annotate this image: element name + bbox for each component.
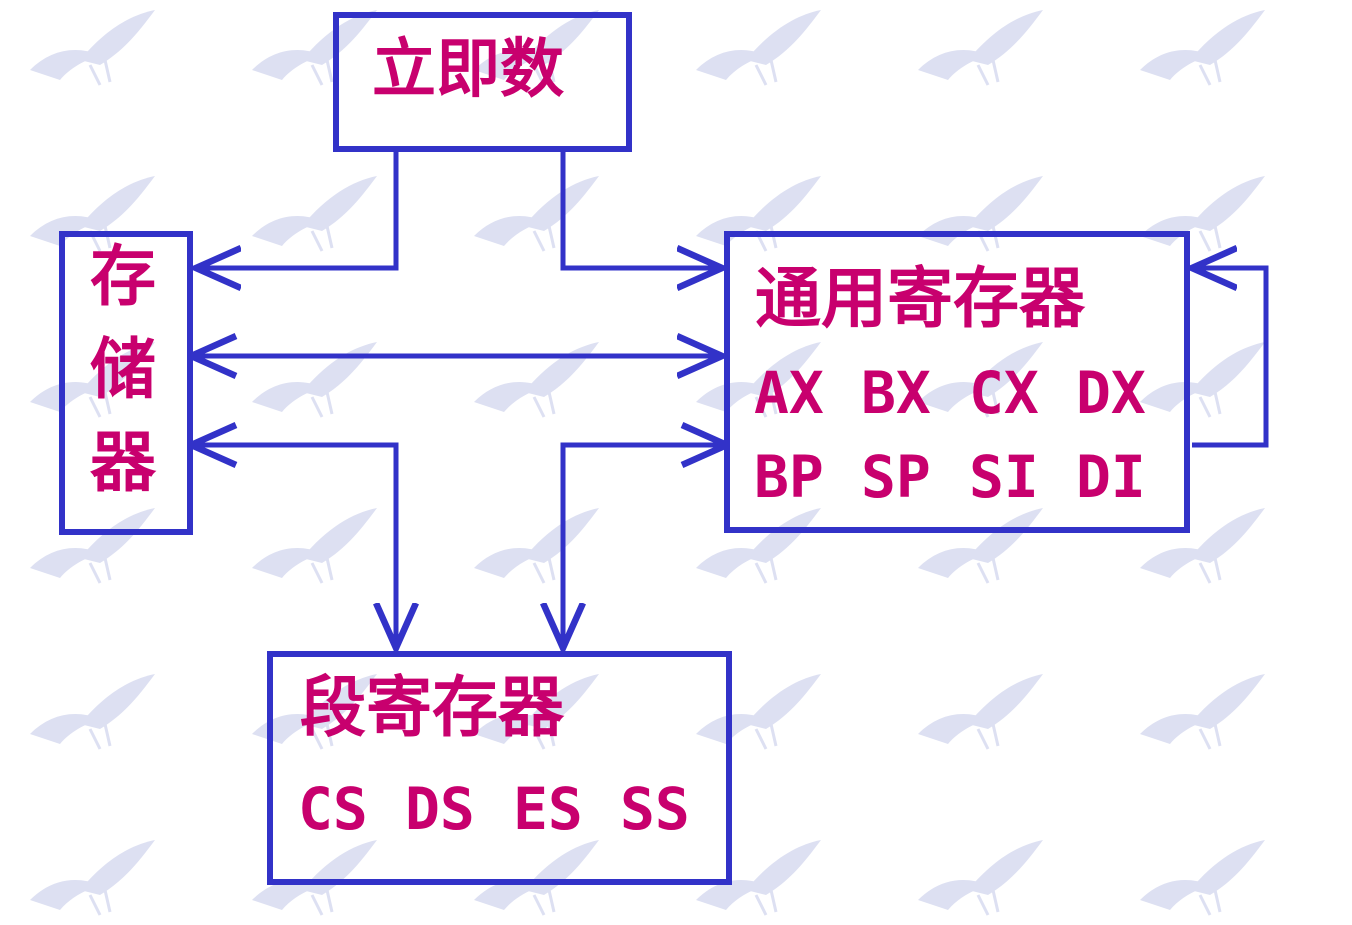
immediate-label: 立即数 (372, 33, 564, 107)
watermark-motif (1140, 342, 1265, 418)
arrow-immediate-to-memory (196, 150, 399, 268)
memory-label-char-2: 储 (90, 331, 156, 408)
arrow-immediate-to-general-registers (560, 150, 722, 268)
general-register-di: DI (1076, 443, 1146, 511)
watermark-motif (30, 840, 155, 916)
watermark-motif (696, 10, 821, 86)
segment-register-es: ES (513, 775, 583, 843)
immediate-box (333, 12, 632, 152)
watermark-motif (252, 176, 377, 252)
watermark-motif (696, 342, 821, 418)
arrow-general-registers-self-loop (1192, 268, 1269, 448)
watermark-motif (918, 10, 1043, 86)
segment-registers-box (267, 651, 732, 885)
arrow-general-segment-registers-bidirectional (563, 445, 722, 648)
memory-box (59, 231, 193, 535)
watermark-motif (1140, 508, 1265, 584)
general-register-bp: BP (754, 443, 824, 511)
watermark-motif (30, 342, 155, 418)
arrow-memory-segment-registers-bidirectional (196, 445, 396, 648)
general-registers-title: 通用寄存器 (755, 260, 1085, 337)
memory-label-char-3: 器 (90, 424, 156, 501)
general-registers-box (724, 231, 1190, 533)
general-register-bx: BX (861, 359, 931, 427)
general-register-cx: CX (969, 359, 1039, 427)
watermark-motif (696, 840, 821, 916)
watermark-motif (918, 342, 1043, 418)
general-register-ax: AX (754, 359, 824, 427)
watermark-motif (1140, 840, 1265, 916)
watermark-motif (30, 508, 155, 584)
watermark-motif (252, 10, 377, 86)
watermark-motif (30, 10, 155, 86)
watermark-motif (474, 10, 599, 86)
watermark-motif (474, 674, 599, 750)
segment-register-ds: DS (405, 775, 475, 843)
watermark-motif (1140, 674, 1265, 750)
general-register-dx: DX (1076, 359, 1146, 427)
segment-register-cs: CS (298, 775, 368, 843)
watermark-motif (918, 674, 1043, 750)
memory-label-char-1: 存 (90, 238, 156, 315)
general-register-si: SI (969, 443, 1039, 511)
watermark-motif (918, 508, 1043, 584)
watermark-motif (30, 674, 155, 750)
watermark-motif (918, 840, 1043, 916)
general-register-sp: SP (861, 443, 931, 511)
watermark-motif (1140, 10, 1265, 86)
segment-register-ss: SS (620, 775, 690, 843)
segment-registers-title: 段寄存器 (300, 669, 564, 746)
